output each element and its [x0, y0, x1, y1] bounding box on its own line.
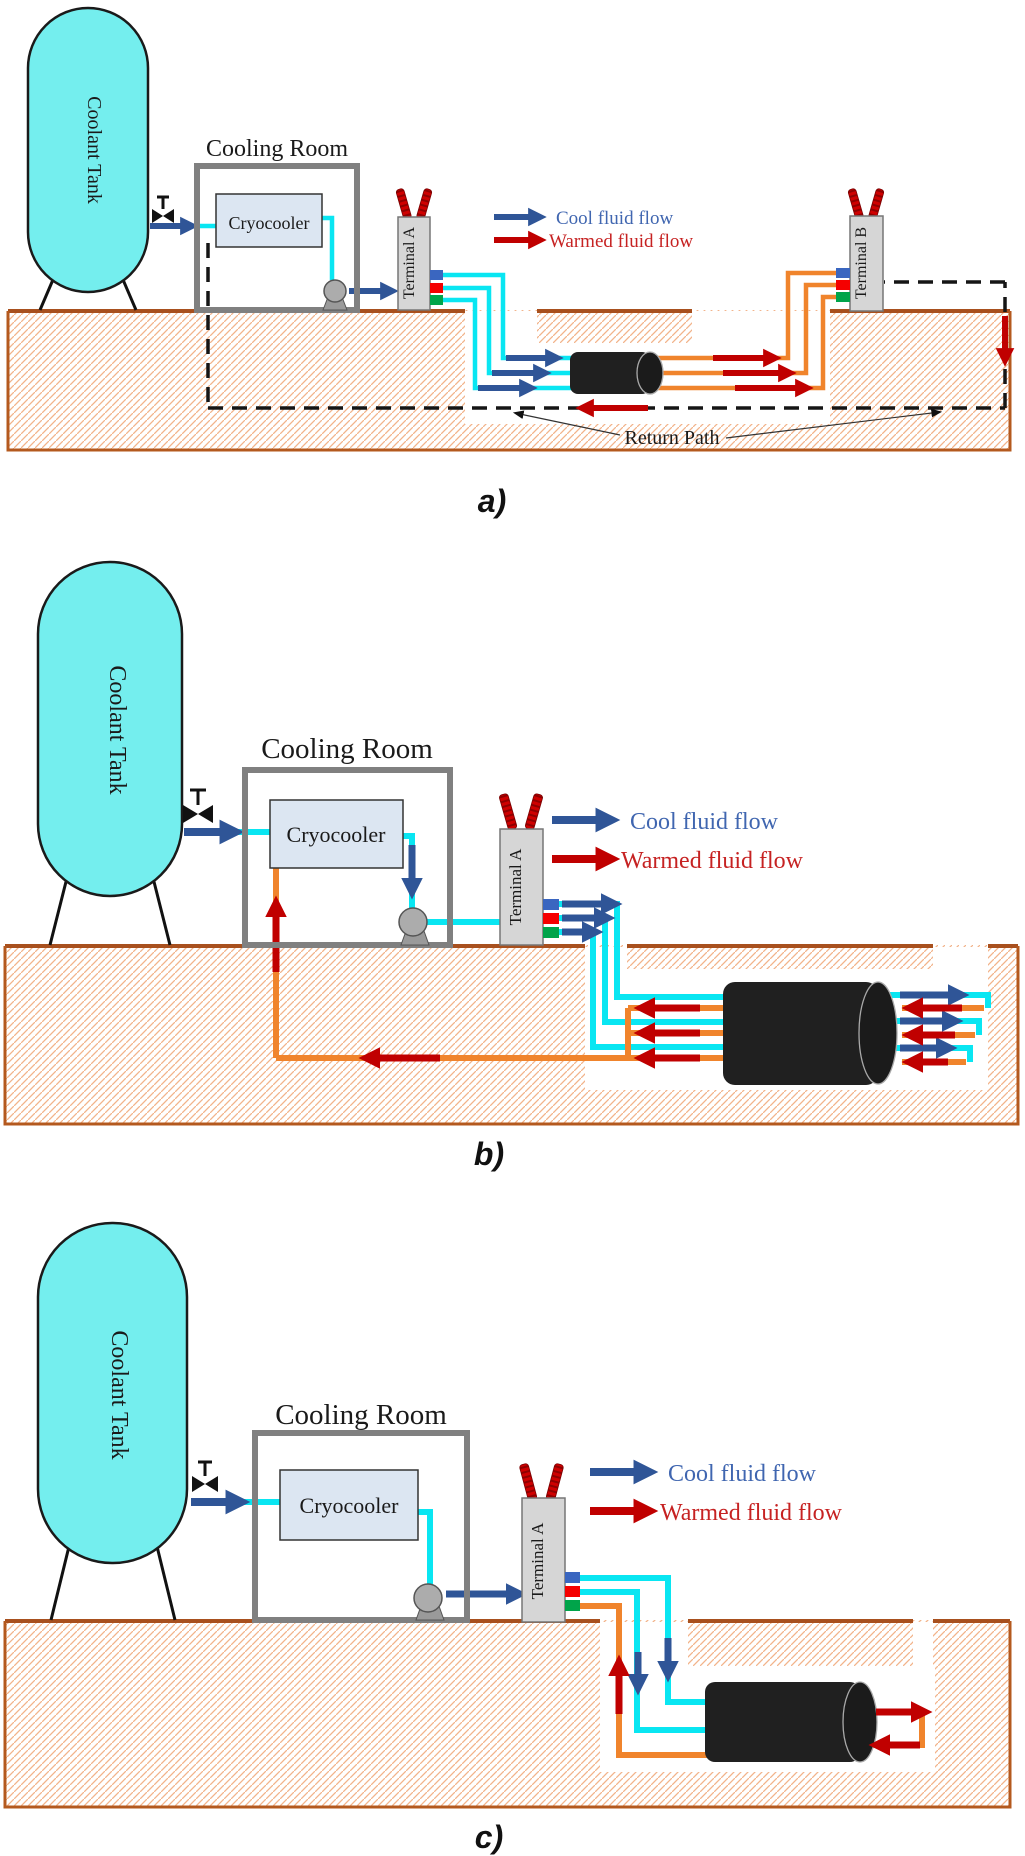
pipe-channel-c — [600, 1622, 688, 1772]
cooling-room-c: Cooling Room Cryocooler — [252, 1399, 470, 1623]
connector-green — [565, 1600, 580, 1611]
bushing-icon — [545, 1463, 564, 1501]
warm-flow-arrows-a — [713, 348, 814, 398]
coolant-tank-a: Coolant Tank — [26, 6, 150, 311]
connector-blue — [565, 1572, 580, 1583]
legend-warm-label: Warmed fluid flow — [621, 848, 804, 874]
legend-warm-label: Warmed fluid flow — [660, 1500, 843, 1526]
cooling-room-a: Cooling Room Cryocooler — [194, 136, 360, 313]
connector-red — [565, 1586, 580, 1597]
coolant-tank-c: Coolant Tank — [36, 1221, 189, 1621]
terminal-b: Terminal B — [836, 188, 885, 312]
coolant-tank-label: Coolant Tank — [106, 1330, 132, 1459]
terminal-b-label: Terminal B — [853, 227, 870, 299]
cable-cryostat-c — [705, 1681, 878, 1763]
terminal-a-c: Terminal A — [519, 1463, 580, 1623]
bushing-icon — [519, 1463, 538, 1501]
legend-warm-label: Warmed fluid flow — [549, 231, 693, 252]
warm-flow-arrows-b — [265, 895, 962, 1073]
connector-green — [543, 927, 559, 938]
connector-blue — [430, 270, 443, 280]
connector-green — [430, 295, 443, 305]
terminal-a-b: Terminal A — [499, 793, 559, 946]
ground-hump-a — [537, 311, 692, 343]
panel-label-a: a) — [478, 483, 506, 519]
cooling-room-label: Cooling Room — [275, 1399, 447, 1431]
cryocooler-a — [215, 193, 323, 248]
cable-cryostat-b — [723, 981, 898, 1085]
ground-a — [6, 309, 1012, 452]
valve-icon-c — [192, 1460, 218, 1492]
terminal-a-label: Terminal A — [528, 1522, 547, 1599]
return-path-dashed — [206, 243, 1015, 418]
legend-c: Cool fluid flow Warmed fluid flow — [590, 1459, 843, 1526]
legend-cool-label: Cool fluid flow — [668, 1461, 817, 1487]
connector-red — [430, 283, 443, 293]
return-path-label: Return Path — [625, 427, 720, 449]
cool-flow-arrows-c — [191, 1489, 679, 1696]
terminal-a: Terminal A — [395, 188, 443, 311]
valve-icon-b — [183, 788, 213, 823]
ground-notch-c — [913, 1622, 933, 1668]
warm-flow-arrows-c — [608, 1654, 933, 1756]
terminal-a-label: Terminal A — [506, 848, 525, 925]
bushing-icon — [416, 188, 433, 220]
connector-green — [836, 292, 850, 302]
legend-cool-label: Cool fluid flow — [556, 208, 673, 229]
coolant-tank-label: Coolant Tank — [104, 665, 130, 794]
pump-icon-a — [322, 279, 348, 311]
pump-icon-b — [398, 907, 430, 946]
return-path-annotation: Return Path — [512, 408, 943, 449]
connector-red — [836, 280, 850, 290]
cooling-room-label: Cooling Room — [206, 136, 348, 162]
legend-b: Cool fluid flow Warmed fluid flow — [552, 807, 804, 874]
cryocooler-label: Cryocooler — [229, 213, 310, 233]
cryocooler-b — [269, 799, 404, 869]
connector-blue — [836, 268, 850, 278]
cool-flow-arrows-b — [184, 819, 970, 1059]
connector-red — [543, 913, 559, 924]
bushing-icon — [524, 793, 543, 830]
terminal-a-label: Terminal A — [401, 226, 418, 299]
panel-label-c: c) — [475, 1819, 503, 1855]
panel-label-b: b) — [474, 1136, 504, 1172]
legend-cool-label: Cool fluid flow — [630, 809, 779, 835]
coolant-tank-label: Coolant Tank — [83, 96, 105, 204]
cryocooler-c — [279, 1469, 419, 1541]
cooling-room-b: Cooling Room Cryocooler — [242, 733, 453, 948]
cooling-room-label: Cooling Room — [261, 733, 433, 765]
cryocooler-label: Cryocooler — [300, 1493, 400, 1518]
panel-c: Coolant Tank Cooling Room Cryocooler Ter… — [3, 1221, 1012, 1855]
panel-a: Coolant Tank Cooling Room Cryocooler Ter… — [6, 6, 1015, 519]
coolant-tank-b: Coolant Tank — [36, 560, 184, 946]
cryocooler-label: Cryocooler — [287, 822, 387, 847]
bushing-icon — [499, 793, 518, 830]
valve-icon-a — [152, 195, 174, 223]
bushing-icon — [395, 188, 412, 220]
legend-a: Cool fluid flow Warmed fluid flow — [494, 207, 693, 252]
panel-b: Coolant Tank Cooling Room Cryocooler Ter… — [3, 560, 1020, 1172]
cable-cryostat-a — [570, 351, 664, 395]
connector-blue — [543, 899, 559, 910]
pump-icon-c — [413, 1583, 445, 1621]
